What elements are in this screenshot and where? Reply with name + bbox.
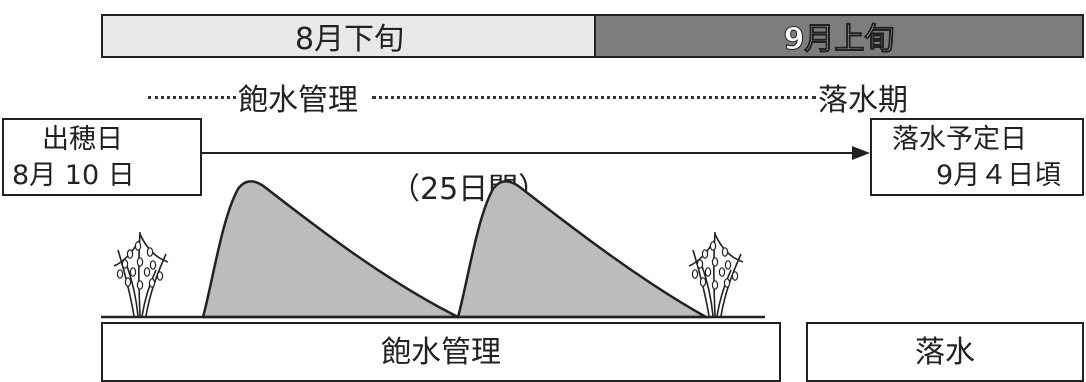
water-level-curve	[201, 180, 459, 319]
water-level-curve	[456, 180, 711, 319]
diagram-graphics	[101, 146, 870, 319]
management-drain-label: 落水	[915, 335, 975, 370]
planned-drain-value: 9月４日頃	[936, 160, 1062, 191]
heading-date-box: 出穂日 8月 10 日	[2, 118, 202, 196]
phase-drain-period-label: 落水期	[818, 83, 908, 118]
period-early-september: 9月上旬	[594, 14, 1084, 58]
heading-date-label: 出穂日	[42, 124, 123, 155]
period-late-august-label: 8月下旬	[294, 22, 405, 57]
period-early-september-label: 9月上旬	[783, 22, 895, 58]
management-flood-label: 飽水管理	[381, 335, 501, 370]
planned-drain-label: 落水予定日	[892, 124, 1027, 155]
dotted-leader-left	[148, 96, 236, 99]
dotted-leader-middle	[372, 96, 816, 99]
arrow-head-icon	[852, 146, 870, 160]
rice-plant-icon	[688, 231, 744, 317]
management-drain-box: 落水	[806, 322, 1084, 382]
heading-date-value: 8月 10 日	[12, 160, 135, 191]
rice-plant-icon	[113, 231, 169, 317]
phase-flood-label: 飽水管理	[238, 83, 358, 118]
management-flood-box: 飽水管理	[101, 322, 781, 382]
planned-drain-date-box: 落水予定日 9月４日頃	[870, 118, 1084, 196]
period-late-august: 8月下旬	[101, 14, 596, 58]
